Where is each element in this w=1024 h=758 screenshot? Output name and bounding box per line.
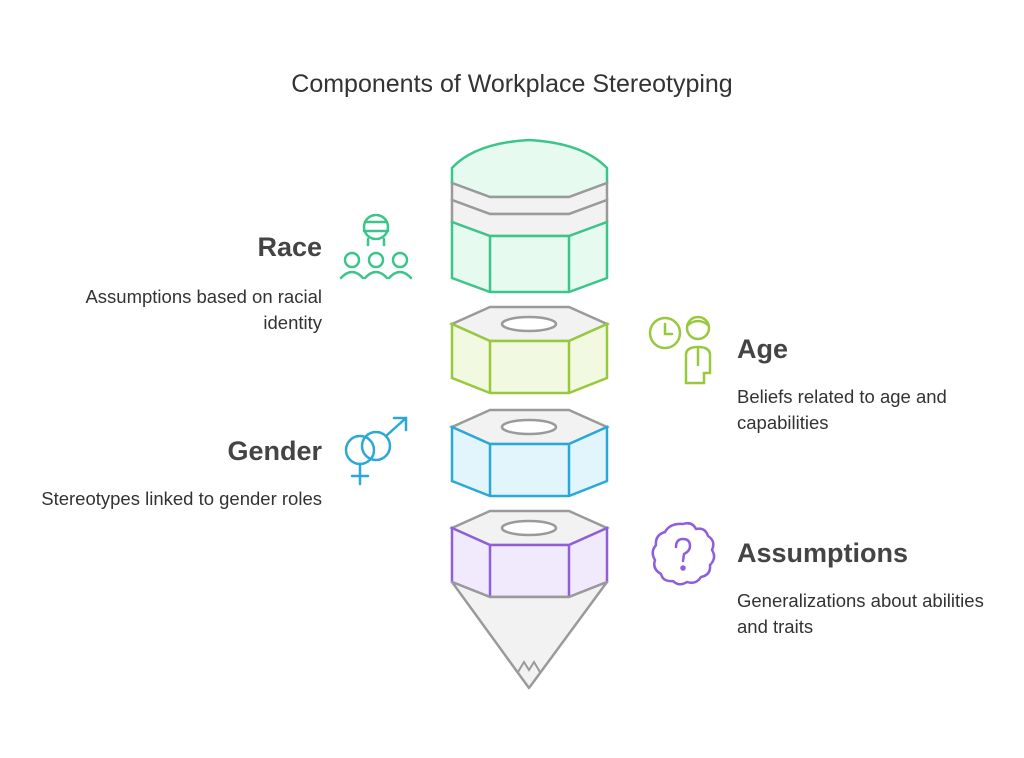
group-person-icon	[339, 213, 413, 280]
gender-label: Gender	[227, 436, 322, 466]
gender-description: Stereotypes linked to gender roles	[41, 488, 322, 509]
assumptions-description: Generalizations about abilities and trai…	[737, 590, 984, 637]
race-cap-segment	[450, 138, 609, 294]
pencil-tip-cone	[450, 580, 609, 690]
age-description: Beliefs related to age and capabilities	[737, 386, 947, 433]
assumptions-label: Assumptions	[737, 538, 909, 568]
diagram-title: Components of Workplace Stereotyping	[291, 70, 733, 98]
clock-person-icon	[648, 315, 712, 385]
age-label: Age	[737, 334, 789, 364]
question-cloud-icon	[651, 521, 716, 586]
race-label: Race	[257, 232, 322, 262]
assumptions-nut-segment	[448, 509, 611, 599]
gender-symbol-icon	[344, 416, 408, 486]
gender-nut-segment	[448, 408, 611, 498]
age-nut-segment	[448, 305, 611, 395]
race-description: Assumptions based on racial identity	[85, 286, 322, 333]
